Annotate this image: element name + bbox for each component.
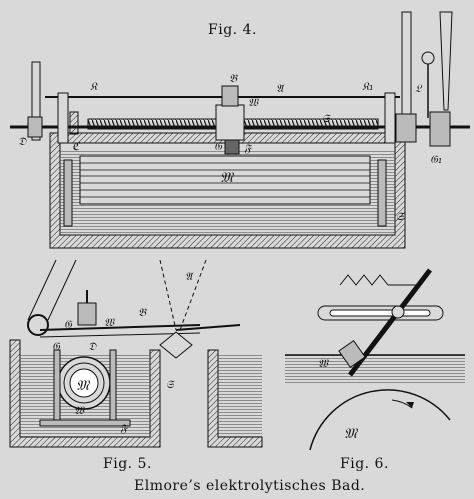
fig4-label-5: 𝔎₁ [362,80,374,93]
fig4-anode-right [377,159,387,227]
fig4-label-13: 𝔊₁ [430,153,442,166]
fig5-label-8: 𝔊 [52,340,61,353]
fig4-label-3: 𝔅 [229,72,238,85]
fig4-diagram: 𝔄 𝔚 𝔅 𝔎 𝔎₁ ℭ 𝔏 𝔖 𝔊 𝔉 𝔐 𝔇 𝔊₁ 𝔖 [10,11,470,249]
fig4-right-pulley-a [395,113,417,143]
fig4-label-11: 𝔐 [220,170,235,186]
fig5-pulley [27,314,49,336]
fig6-electrolyte [285,355,465,385]
fig4-gauge [421,51,435,65]
fig4-burnisher [224,139,240,155]
fig6-label-2: 𝔐 [344,426,359,442]
fig4-caption: Fig. 4. [208,22,257,38]
fig4-carriage-top [221,85,239,107]
fig6-label-1: 𝔚 [318,357,330,370]
fig4-left-bracket [57,92,69,144]
fig4-mandrel [79,155,371,205]
fig4-label-7: 𝔏 [415,82,423,95]
fig6-diagram: 𝔚 𝔐 [285,268,465,451]
fig4-label-9: 𝔊 [214,140,223,153]
fig4-label-1: 𝔄 [276,82,285,95]
fig4-label-14: 𝔖 [396,210,406,223]
fig5-label-3: 𝔊 [64,318,73,331]
fig5-label-1: 𝔄 [185,270,194,283]
fig4-left-gear [69,111,79,135]
fig5-label-5: 𝔐 [76,378,91,394]
fig4-left-pulley [27,116,43,138]
fig4-label-4: 𝔎 [90,80,98,93]
fig4-right-bracket [384,92,396,144]
fig5-label-10: 𝔖 [166,378,176,391]
fig4-label-12: 𝔇 [18,135,27,148]
fig4-anode-left [63,159,73,227]
fig5-label-9: 𝔉 [120,422,129,435]
fig4-label-10: 𝔉 [244,142,253,155]
fig6-caption: Fig. 6. [340,456,389,472]
fig5-caption: Fig. 5. [103,456,152,472]
fig4-label-2: 𝔚 [248,96,260,109]
fig4-left-post [31,61,41,141]
fig4-carriage [215,104,245,141]
fig4-right-pulley-b [429,111,451,147]
main-title: Elmore’s elektrolytisches Bad. [134,478,366,494]
fig5-label-4: 𝔅 [138,306,147,319]
fig6-mandrel [309,389,451,451]
fig4-label-6: ℭ [72,140,81,153]
fig5-diagram: 𝔄 𝔚 𝔊 𝔅 𝔐 𝔚 𝔇 𝔊 𝔉 𝔖 [9,259,263,448]
fig4-belt [439,11,453,111]
fig4-label-8: 𝔖 [322,112,332,125]
fig5-label-2: 𝔚 [104,316,116,329]
fig5-label-7: 𝔇 [88,340,97,353]
fig5-label-6: 𝔚 [74,404,86,417]
